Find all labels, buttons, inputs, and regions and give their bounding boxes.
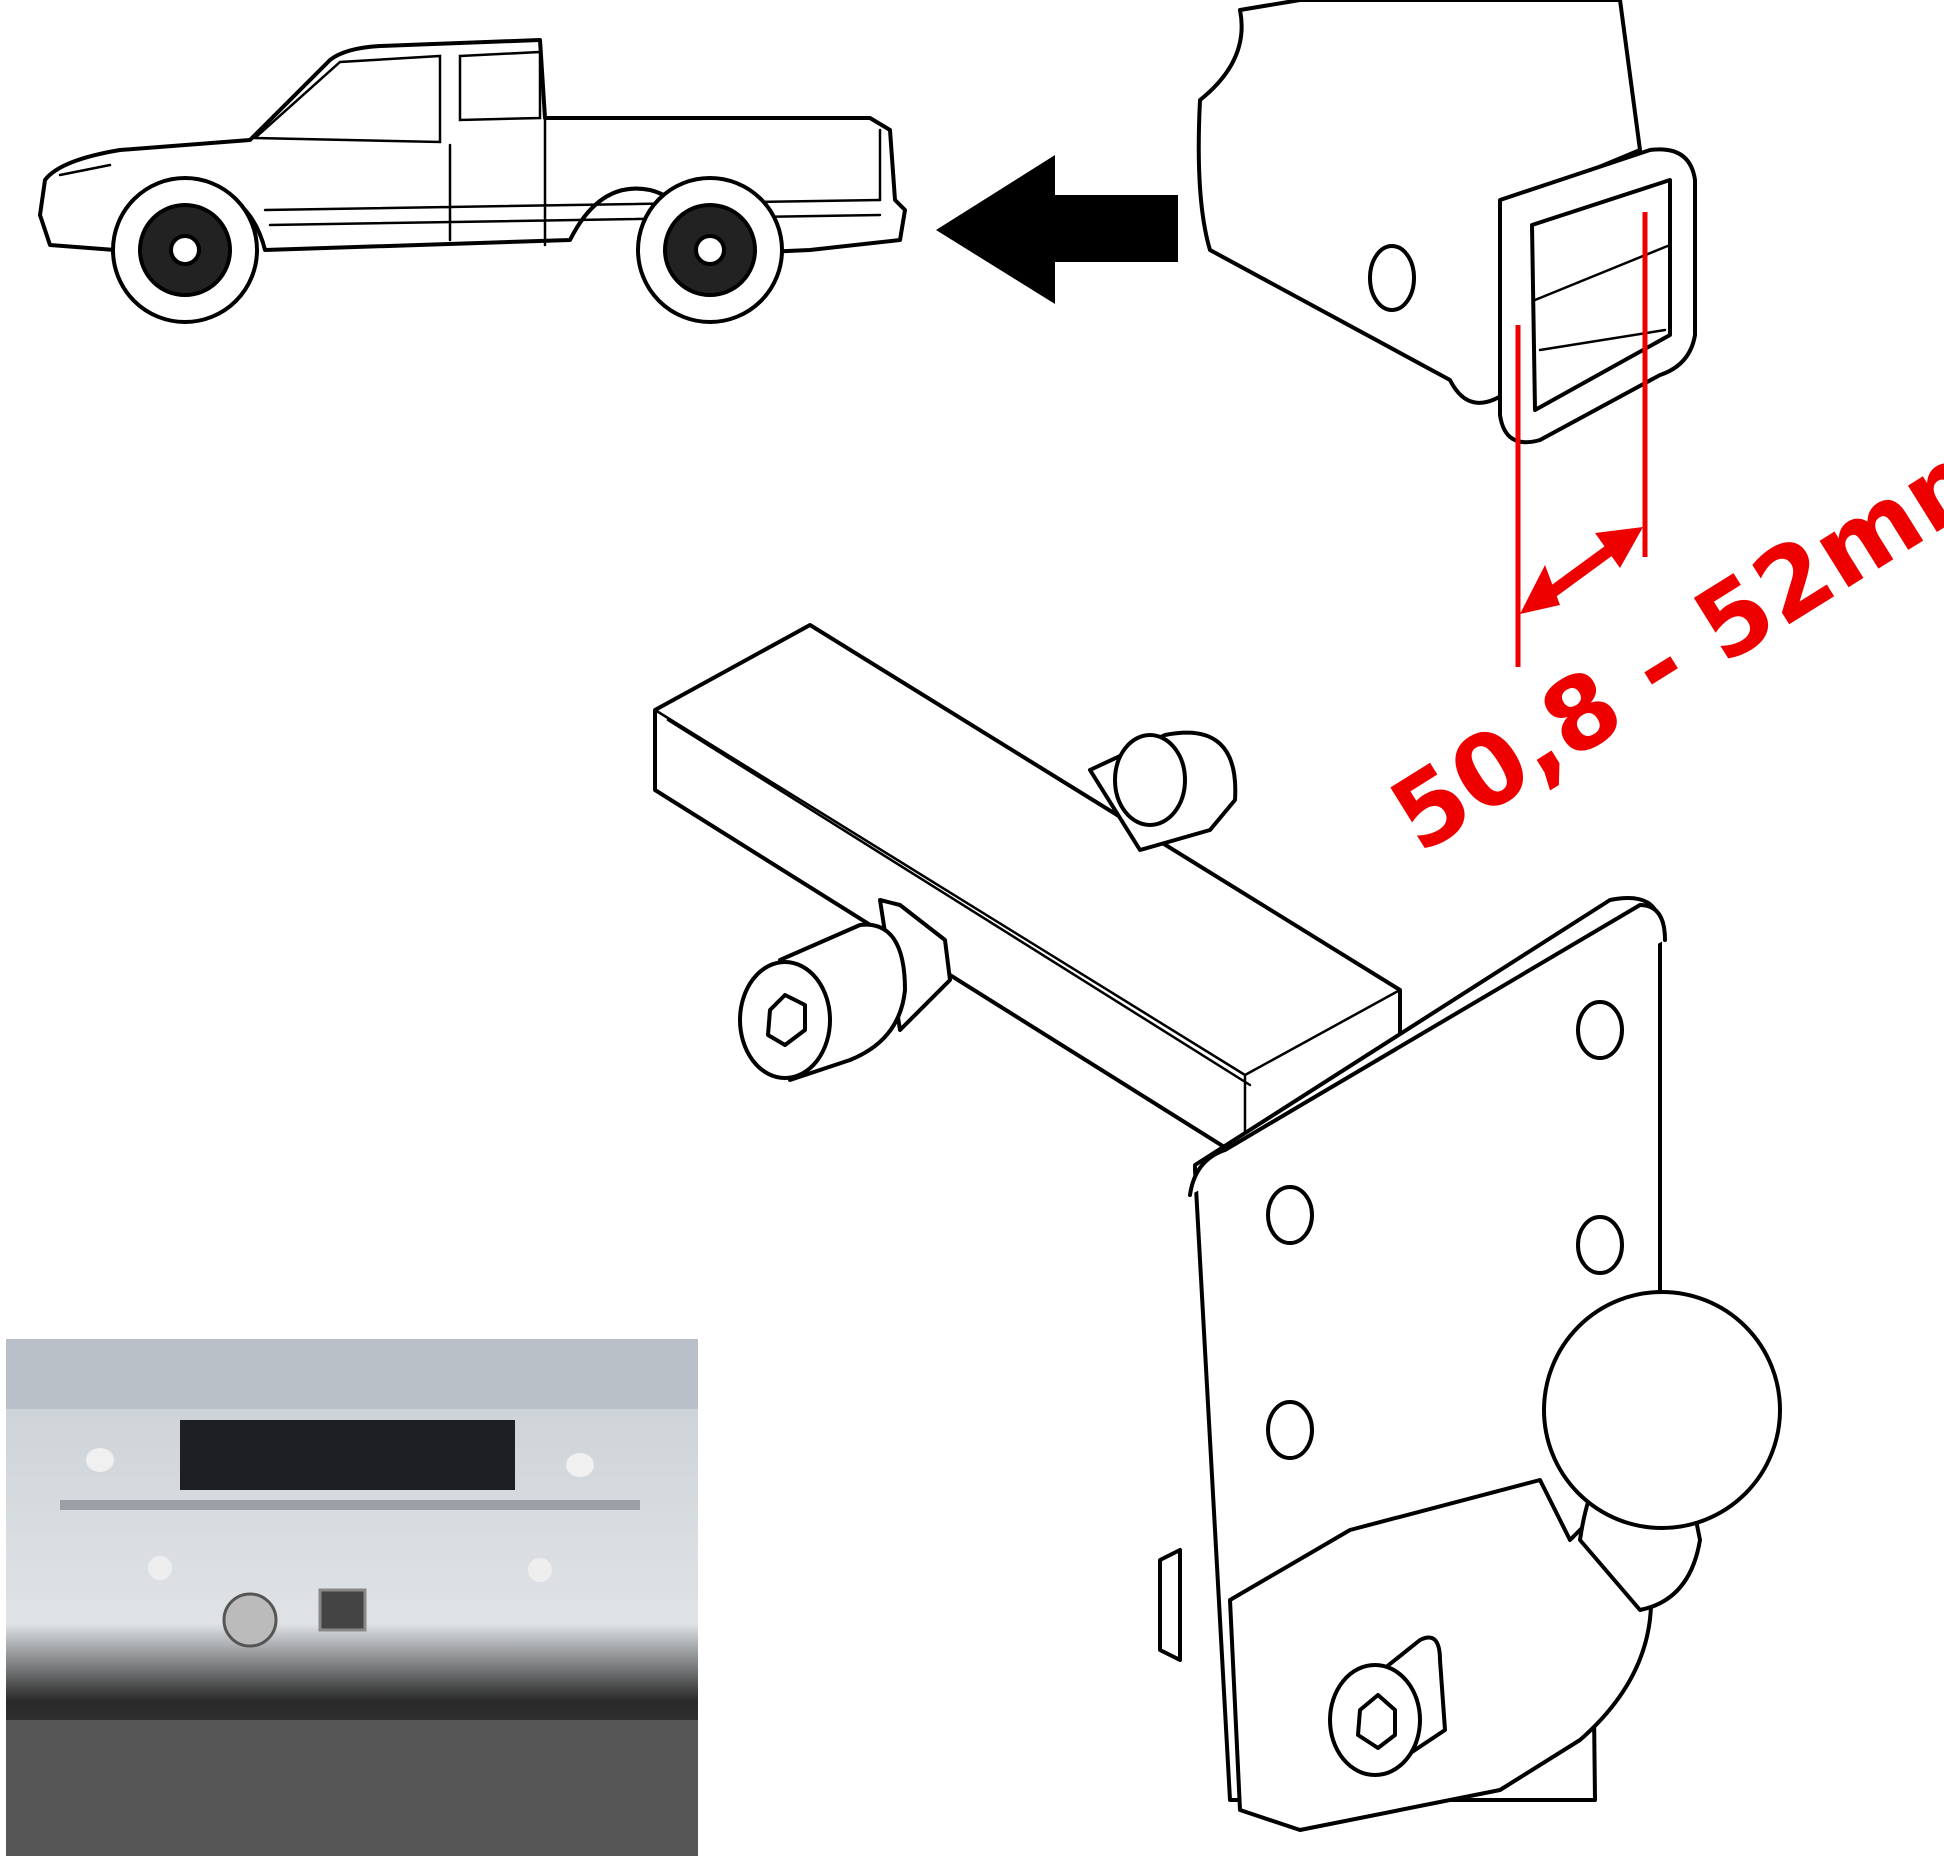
tow-hitch-drawing [653,623,1782,1832]
installed-hitch-photo [6,1339,698,1856]
receiver-tube-drawing [1196,0,1697,445]
dimension-label: 50,8 - 52mm [1371,402,1944,875]
pickup-truck-drawing [38,38,907,324]
direction-arrow [936,155,1178,304]
